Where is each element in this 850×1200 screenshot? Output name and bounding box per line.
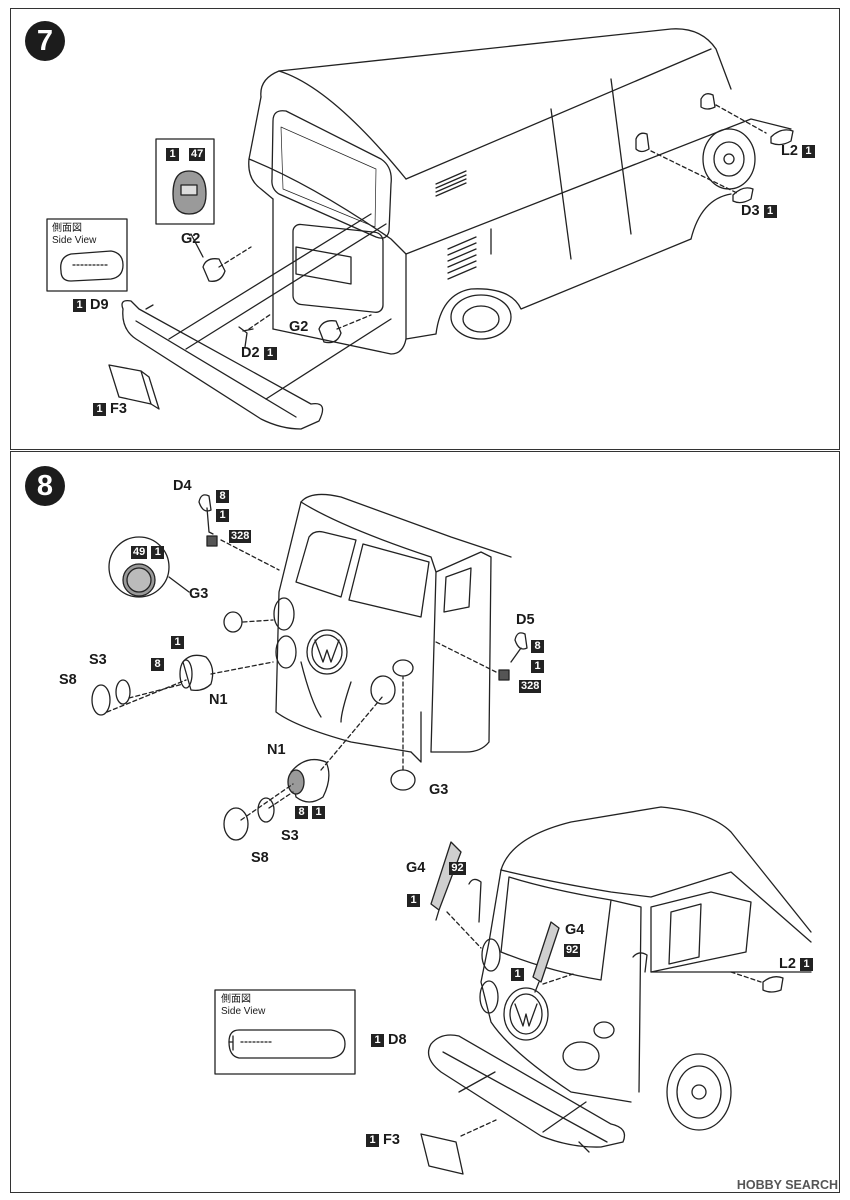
paint-code: 8	[216, 489, 229, 503]
rear-bumper-D9	[121, 213, 392, 430]
part-label-S3-left: S3	[89, 652, 107, 668]
paint-code-N1-left-b: 8	[151, 656, 164, 672]
part-label-G3-left: G3	[189, 586, 209, 602]
tail-light-G2-right	[318, 320, 342, 344]
qty-badge: 1	[73, 298, 86, 312]
paint-callout-g2: 1 47	[166, 146, 206, 162]
part-label-D5: D5	[516, 612, 535, 628]
paint-code: 8	[531, 639, 544, 653]
step-7-number: 7	[25, 21, 65, 61]
qty-badge: 1	[763, 204, 777, 218]
part-label-G4-left: G4 92	[406, 860, 466, 876]
license-plate-F3	[108, 364, 152, 405]
part-label-N1-left: N1	[209, 692, 228, 708]
qty-G4-left: 1	[407, 892, 420, 908]
part-label-S8-left: S8	[59, 672, 77, 688]
van-front-lower	[420, 806, 812, 1175]
paint-code-D4-1: 8	[216, 488, 229, 504]
side-view-en-2: Side View	[221, 1006, 266, 1017]
paint-code-N1-left-a: 1	[171, 634, 184, 650]
paint-code-D5-3: 328	[519, 678, 542, 694]
part-label-D2: D2 1	[241, 345, 277, 361]
part-label-D9: 1 D9	[73, 297, 109, 313]
paint-code: 328	[519, 679, 542, 693]
part-code: L2	[779, 956, 796, 972]
part-label-S3-mid: S3	[281, 828, 299, 844]
tail-light-G2-left	[202, 258, 226, 282]
qty-badge: 1	[801, 144, 815, 158]
paint-code: 92	[564, 943, 581, 957]
qty-badge: 1	[263, 346, 277, 360]
part-label-L2: L2 1	[781, 143, 815, 159]
qty-G4-right: 1	[511, 966, 524, 982]
van-front-upper	[273, 493, 512, 763]
part-code: D3	[741, 203, 760, 219]
step-7-panel: 7	[10, 8, 840, 450]
side-view-jp-2: 側面図	[221, 994, 251, 1005]
paint-code: 1	[312, 805, 326, 819]
part-code: D8	[388, 1032, 407, 1048]
side-view-en: Side View	[52, 235, 97, 246]
mirror-D5	[514, 632, 528, 650]
paint-code: 47	[189, 147, 206, 161]
paint-code-D5-1: 8	[531, 638, 544, 654]
part-code: G4	[406, 860, 426, 876]
part-label-N1-mid: N1	[267, 742, 286, 758]
paint-code: 8	[295, 805, 308, 819]
qty-badge: 1	[511, 967, 524, 981]
qty-badge: 1	[371, 1033, 384, 1047]
paint-code: 1	[531, 659, 544, 673]
paint-code: 1	[166, 147, 179, 161]
part-label-S8-mid: S8	[251, 850, 269, 866]
side-view-jp: 側面図	[52, 223, 82, 234]
paint-code: 328	[229, 529, 252, 543]
mirror-D4	[198, 494, 212, 512]
paint-code: 8	[151, 657, 164, 671]
step-8-number: 8	[25, 466, 65, 506]
door-handle-L2	[770, 129, 794, 146]
part-code: F3	[383, 1132, 400, 1148]
paint-circle-codes: 49 1	[131, 544, 165, 560]
headlight-N1-left	[182, 654, 214, 692]
paint-code: 49	[131, 545, 148, 559]
paint-code-G4-right: 92	[564, 942, 581, 958]
part-label-L2: L2 1	[779, 956, 813, 972]
part-label-D3: D3 1	[741, 203, 777, 219]
step-8-illustration	[91, 493, 812, 1175]
van-rear-body	[248, 28, 792, 355]
qty-badge: 1	[366, 1133, 379, 1147]
part-label-G2-bottom: G2	[289, 319, 309, 335]
qty-badge: 1	[93, 402, 106, 416]
part-label-D4: D4	[173, 478, 192, 494]
paint-codes-N1-mid: 8 1	[295, 804, 326, 820]
headlight-N1-mid	[290, 758, 330, 803]
handle-D3	[732, 187, 754, 204]
qty-badge: 1	[799, 957, 813, 971]
paint-code: 92	[449, 861, 466, 875]
paint-code: 1	[216, 508, 229, 522]
part-code: F3	[110, 401, 127, 417]
paint-code-D4-3: 328	[229, 528, 252, 544]
part-label-G4-right: G4	[565, 922, 585, 938]
qty-badge: 1	[407, 893, 420, 907]
part-code: L2	[781, 143, 798, 159]
hook-D2	[238, 326, 254, 348]
part-label-F3-8: 1 F3	[366, 1132, 400, 1148]
watermark-text: HOBBY SEARCH	[736, 1178, 838, 1192]
paint-code-D5-2: 1	[531, 658, 544, 674]
paint-code: 1	[171, 635, 184, 649]
paint-code: 1	[151, 545, 165, 559]
part-label-D8: 1 D8	[371, 1032, 407, 1048]
part-label-G3-bottom: G3	[429, 782, 449, 798]
part-code: D9	[90, 297, 109, 313]
step-7-illustration	[46, 28, 794, 430]
step-8-panel: 8	[10, 451, 840, 1193]
paint-code-D4-2: 1	[216, 507, 229, 523]
part-code: D2	[241, 345, 260, 361]
part-label-G2-top: G2	[181, 231, 201, 247]
part-label-F3: 1 F3	[93, 401, 127, 417]
